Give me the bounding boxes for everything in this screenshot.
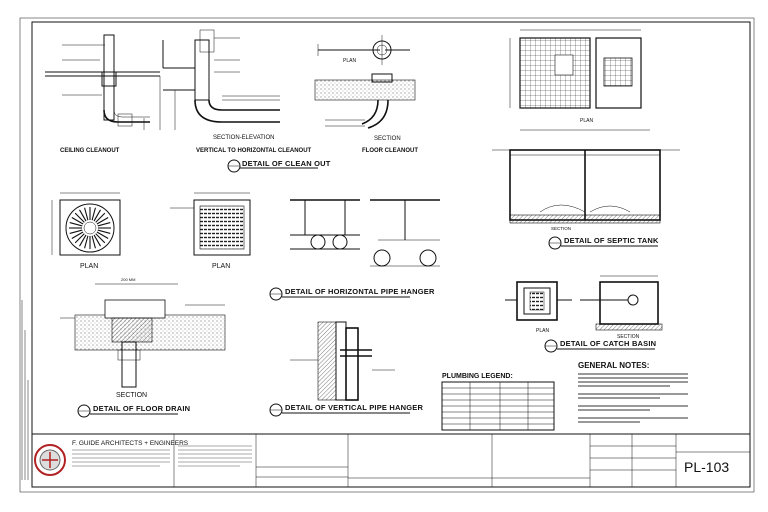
title-block xyxy=(31,433,751,488)
catch-basin-section-label: SECTION xyxy=(617,334,640,340)
detail-title-floor-drain: DETAIL OF FLOOR DRAIN xyxy=(93,404,190,413)
detail-marker-horizontal-pipe-hanger xyxy=(269,287,410,301)
detail-title-vertical-pipe-hanger: DETAIL OF VERTICAL PIPE HANGER xyxy=(285,403,423,412)
drain-grate-spoke xyxy=(93,209,101,222)
drain-grate-spoke xyxy=(97,229,111,234)
drain-grate-spoke xyxy=(96,231,109,239)
plumbing-legend-title: PLUMBING LEGEND: xyxy=(442,373,513,380)
floor-drain-plan-label-2: PLAN xyxy=(212,263,230,270)
floor-drain-plan-label-1: PLAN xyxy=(80,263,98,270)
detail-title-clean-out: DETAIL OF CLEAN OUT xyxy=(242,159,331,168)
outer-border xyxy=(19,17,755,493)
general-notes-title: GENERAL NOTES: xyxy=(578,361,649,370)
drain-grate-spoke xyxy=(91,235,96,249)
floor-drain-dimension: 200 MM xyxy=(121,277,135,282)
firm-name: F. GUIDE ARCHITECTS + ENGINEERS xyxy=(72,440,189,447)
drain-grate-spoke xyxy=(91,207,96,221)
septic-plan-label: PLAN xyxy=(580,118,593,124)
drain-grate-spoke xyxy=(71,231,84,239)
detail-marker-clean-out xyxy=(227,159,318,173)
detail-title-catch-basin: DETAIL OF CATCH BASIN xyxy=(560,339,656,348)
detail-marker-catch-basin xyxy=(544,339,655,353)
drain-grate-spoke xyxy=(69,222,83,227)
septic-section-label: SECTION xyxy=(551,226,571,231)
detail-title-septic-tank: DETAIL OF SEPTIC TANK xyxy=(564,236,659,245)
drain-grate-spoke xyxy=(95,212,106,223)
plumbing-legend-table xyxy=(441,381,555,431)
floor-drain-plan-round xyxy=(51,192,121,256)
catch-basin-plan-label: PLAN xyxy=(536,328,549,334)
drain-grate-spoke xyxy=(95,233,106,244)
detail-marker-vertical-pipe-hanger xyxy=(269,403,410,417)
drain-grate-spoke xyxy=(79,209,87,222)
horizontal-pipe-hanger-drawing xyxy=(290,199,440,267)
ceiling-cleanout-drawing xyxy=(45,34,161,130)
drain-grate-spoke xyxy=(84,207,89,221)
margin-notes xyxy=(21,300,29,480)
vertical-cleanout-caption: VERTICAL TO HORIZONTAL CLEANOUT xyxy=(196,148,312,154)
firm-logo xyxy=(34,444,66,476)
drain-grate-spoke xyxy=(69,229,83,234)
drain-grate-spoke xyxy=(96,217,109,225)
drain-grate-spoke xyxy=(93,234,101,247)
vertical-to-horizontal-cleanout-drawing xyxy=(162,29,280,130)
catch-basin-section xyxy=(580,275,663,331)
floor-drain-section-label: SECTION xyxy=(116,392,147,399)
floor-cleanout-section-drawing xyxy=(314,73,416,129)
floor-cleanout-plan-drawing xyxy=(317,35,410,65)
firm-details-text xyxy=(72,445,252,467)
catch-basin-plan xyxy=(505,281,572,321)
drain-grate-spoke xyxy=(74,212,85,223)
floor-cleanout-caption: FLOOR CLEANOUT xyxy=(362,148,418,154)
drain-grate-spoke xyxy=(79,234,87,247)
general-notes-body xyxy=(578,373,688,423)
drain-grate-spoke xyxy=(97,222,111,227)
drain-grate-spoke xyxy=(84,235,89,249)
detail-marker-floor-drain xyxy=(77,404,178,418)
septic-tank-plan xyxy=(509,29,642,109)
detail-title-horizontal-pipe-hanger: DETAIL OF HORIZONTAL PIPE HANGER xyxy=(285,287,435,296)
section-elevation-label: SECTION-ELEVATION xyxy=(213,135,274,141)
drain-grate-spoke xyxy=(74,233,85,244)
ceiling-cleanout-caption: CEILING CLEANOUT xyxy=(60,148,120,154)
vertical-pipe-hanger-drawing xyxy=(290,321,395,401)
floor-drain-section xyxy=(60,283,226,388)
septic-tank-section xyxy=(492,129,680,224)
floor-cleanout-plan-label: PLAN xyxy=(343,58,356,64)
drain-grate-spoke xyxy=(71,217,84,225)
sheet-number: PL-103 xyxy=(684,459,729,475)
floor-cleanout-section-label: SECTION xyxy=(374,136,401,142)
detail-marker-septic-tank xyxy=(548,236,658,250)
floor-drain-plan-square xyxy=(170,192,251,256)
